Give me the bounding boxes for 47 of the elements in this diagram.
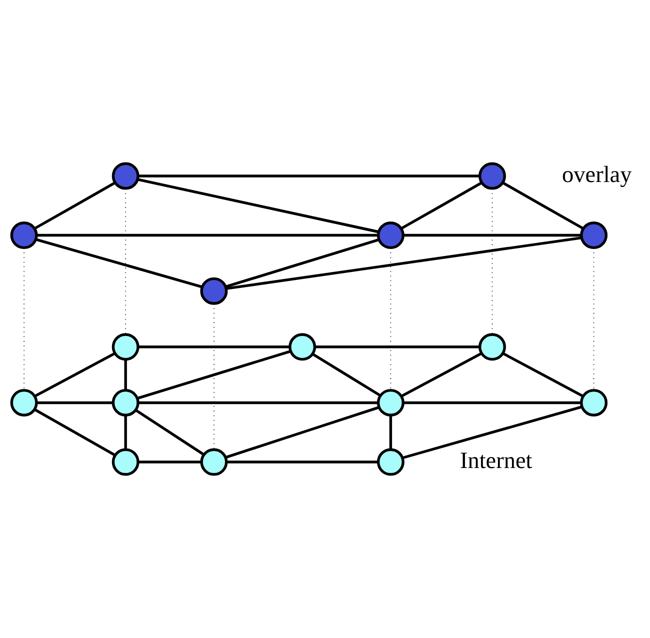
label: overlay	[562, 162, 632, 188]
connector	[402, 406, 582, 460]
node-circle	[10, 388, 38, 416]
connector	[225, 406, 380, 459]
connector	[36, 234, 378, 237]
connector	[137, 350, 291, 400]
connector	[124, 359, 127, 390]
connector	[312, 352, 381, 397]
connector	[226, 236, 582, 290]
node-circle	[376, 388, 404, 416]
connector	[400, 182, 482, 230]
node-circle	[478, 162, 506, 190]
connector	[502, 182, 584, 230]
node-circle	[112, 448, 140, 476]
connector	[226, 460, 378, 464]
connector	[138, 460, 202, 464]
connector	[36, 401, 114, 404]
connector	[137, 178, 379, 234]
node-circle	[112, 333, 140, 361]
connector	[225, 238, 380, 288]
connector	[403, 234, 582, 237]
node-circle	[580, 388, 608, 416]
connector	[34, 408, 116, 456]
connector	[138, 346, 290, 348]
connector	[403, 401, 582, 404]
connector	[34, 352, 116, 398]
connector	[138, 174, 480, 178]
node-circle	[580, 222, 608, 250]
node-circle	[10, 222, 38, 250]
connector	[138, 401, 378, 404]
connector	[34, 182, 116, 230]
node-circle	[200, 448, 228, 476]
connector	[36, 238, 202, 288]
connector	[135, 408, 205, 456]
node-circle	[200, 277, 228, 305]
connector	[124, 415, 127, 450]
node-circle	[112, 388, 140, 416]
label: Internet	[460, 448, 532, 474]
node-circle	[288, 333, 316, 361]
node-circle	[376, 222, 404, 250]
node-circle	[478, 333, 506, 361]
connector	[502, 352, 584, 398]
node-circle	[376, 448, 404, 476]
node-circle	[112, 162, 140, 190]
connector	[400, 352, 482, 398]
connector	[314, 346, 480, 348]
connector	[389, 415, 392, 450]
